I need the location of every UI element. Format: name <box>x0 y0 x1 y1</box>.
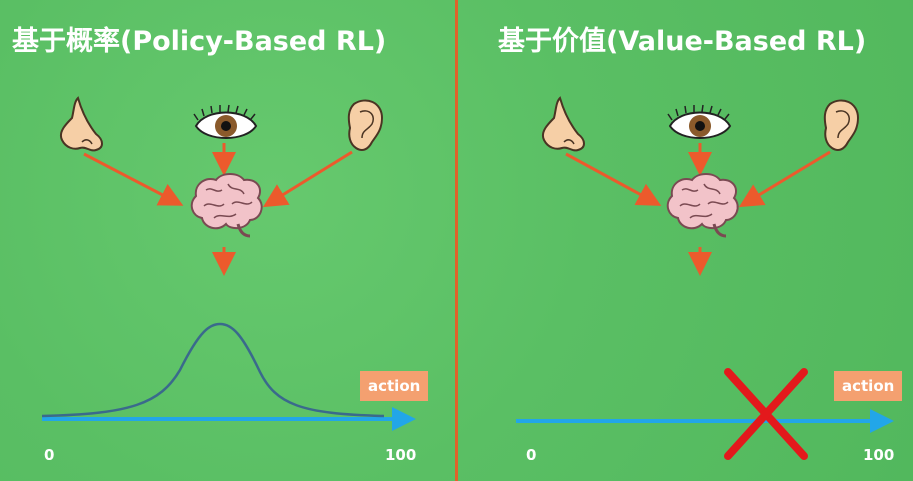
axis-max-label: 100 <box>863 446 895 464</box>
arrow-ear-to-brain <box>738 150 831 208</box>
nose-icon <box>542 96 585 152</box>
nose-icon <box>60 96 103 152</box>
probability-curve <box>41 322 385 418</box>
arrow-nose-to-brain <box>83 152 184 206</box>
policy-based-panel: 基于概率(Policy-Based RL) <box>0 0 455 481</box>
panel-title: 基于概率(Policy-Based RL) <box>12 26 387 57</box>
axis-max-label: 100 <box>385 446 417 464</box>
value-flow-diagram <box>516 96 894 460</box>
panel-title: 基于价值(Value-Based RL) <box>498 26 867 57</box>
ear-icon <box>347 99 384 151</box>
axis-min-label: 0 <box>44 446 55 464</box>
policy-flow-diagram <box>41 96 416 431</box>
eye-icon <box>667 104 732 139</box>
panel-divider <box>455 0 458 481</box>
arrow-ear-to-brain <box>262 150 353 208</box>
eye-icon <box>193 104 258 139</box>
action-badge: action <box>834 371 903 401</box>
axis-min-label: 0 <box>526 446 537 464</box>
arrow-nose-to-brain <box>565 152 662 206</box>
brain-icon <box>666 173 739 238</box>
ear-icon <box>823 99 860 151</box>
value-based-panel: 基于价值(Value-Based RL) <box>458 0 913 481</box>
action-badge: action <box>360 371 429 401</box>
cross-mark-icon <box>724 368 808 460</box>
brain-icon <box>190 173 263 238</box>
